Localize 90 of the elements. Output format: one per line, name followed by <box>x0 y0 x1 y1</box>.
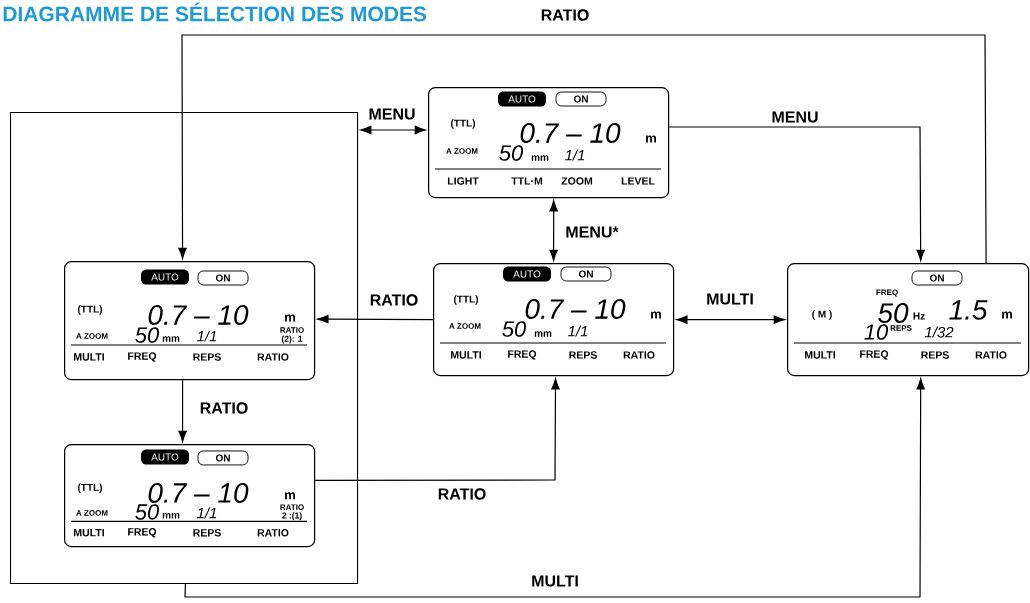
digit-readout: 1/1 <box>565 149 585 161</box>
digit-readout: 1/1 <box>197 507 217 519</box>
digit-readout: 10 <box>864 324 889 340</box>
display-label: A ZOOM <box>446 148 478 154</box>
frame-box <box>10 112 359 585</box>
digit-readout: 1.5 <box>949 300 988 320</box>
mode-label: (TTL) <box>454 295 478 305</box>
menu-label: TTL·M <box>511 177 543 185</box>
edge-label: RATIO <box>538 7 592 23</box>
ratio-value: 2 :(1) <box>282 512 302 521</box>
display-label: REPS <box>890 325 912 331</box>
mode-indicator: ON <box>197 270 249 286</box>
display-label: A ZOOM <box>76 510 108 516</box>
menu-label: FREQ <box>128 352 157 362</box>
digit-readout: 0.7 – 10 <box>148 483 249 503</box>
mode-indicator: AUTO <box>141 449 189 465</box>
menu-label: LEVEL <box>621 177 655 185</box>
edge-label: MULTI <box>529 573 581 589</box>
arrow <box>178 379 187 442</box>
menu-label: REPS <box>193 353 221 361</box>
menu-label: LIGHT <box>447 177 479 185</box>
arrow <box>668 126 925 261</box>
ratio-value: (2): 1 <box>281 335 303 344</box>
edge-label: MENU <box>366 106 418 122</box>
digit-readout: 50 <box>135 504 160 520</box>
mode-indicator: ON <box>555 91 607 107</box>
digit-readout: 50 <box>135 327 160 343</box>
unit-label: m <box>646 135 656 143</box>
digit-readout: 0.7 – 10 <box>525 299 626 319</box>
mode-label: ( M ) <box>812 310 832 320</box>
arrow <box>184 378 925 598</box>
display-label: A ZOOM <box>449 323 481 329</box>
unit-label: m <box>285 492 295 500</box>
menu-label: REPS <box>569 351 597 359</box>
mode-indicator: AUTO <box>503 266 551 282</box>
digit-readout: 0.7 – 10 <box>148 305 249 325</box>
arrow <box>178 34 987 264</box>
edge-label: RATIO <box>367 292 421 308</box>
digit-readout: 50 <box>878 303 909 323</box>
unit-label: mm <box>534 331 552 337</box>
mode-label: (TTL) <box>78 483 102 493</box>
digit-readout: 1/1 <box>197 330 217 342</box>
menu-label: ZOOM <box>561 177 593 185</box>
edge-label: MULTI <box>704 291 756 307</box>
arrow <box>549 200 558 261</box>
mode-indicator: AUTO <box>498 91 546 107</box>
edge-label: RATIO <box>197 400 251 416</box>
display-label: RATIO <box>280 327 304 333</box>
edge-label: RATIO <box>435 486 489 502</box>
unit-label: m <box>285 314 295 322</box>
mode-indicator: AUTO <box>141 269 189 285</box>
menu-label: REPS <box>921 351 949 359</box>
menu-label: RATIO <box>257 353 289 361</box>
unit-label: m <box>651 311 661 319</box>
menu-label: FREQ <box>860 350 889 360</box>
digit-readout: 1/1 <box>568 325 588 337</box>
menu-label: REPS <box>193 529 221 537</box>
menu-label: RATIO <box>257 529 289 537</box>
menu-label: MULTI <box>74 353 104 361</box>
arrow <box>314 378 560 482</box>
display-label: FREQ <box>876 289 898 297</box>
display-label: A ZOOM <box>76 333 108 339</box>
menu-label: RATIO <box>975 351 1007 359</box>
menu-label: FREQ <box>508 350 537 360</box>
unit-label: Hz <box>913 312 925 320</box>
arrow <box>676 315 785 324</box>
digit-readout: 50 <box>502 321 527 337</box>
unit-label: mm <box>162 513 180 519</box>
menu-label: FREQ <box>128 528 157 538</box>
menu-label: RATIO <box>623 351 655 359</box>
mode-label: (TTL) <box>78 305 102 315</box>
mode-label: (TTL) <box>451 119 475 129</box>
mode-indicator: ON <box>911 270 963 286</box>
menu-label: MULTI <box>451 351 481 359</box>
mode-indicator: ON <box>197 450 249 466</box>
display-label: RATIO <box>280 504 304 511</box>
menu-label: MULTI <box>805 351 835 359</box>
arrow <box>360 125 426 135</box>
edge-label: MENU* <box>563 224 621 240</box>
digit-readout: 1/32 <box>924 326 954 338</box>
unit-label: m <box>1002 311 1012 319</box>
digit-readout: 0.7 – 10 <box>520 123 621 143</box>
arrow <box>317 314 434 324</box>
diagram-title: DIAGRAMME DE SÉLECTION DES MODES <box>3 2 427 22</box>
menu-label: MULTI <box>74 529 104 537</box>
mode-indicator: ON <box>560 266 612 282</box>
edge-label: MENU <box>769 109 821 125</box>
digit-readout: 50 <box>499 145 524 161</box>
unit-label: mm <box>162 336 180 342</box>
unit-label: mm <box>531 155 549 161</box>
